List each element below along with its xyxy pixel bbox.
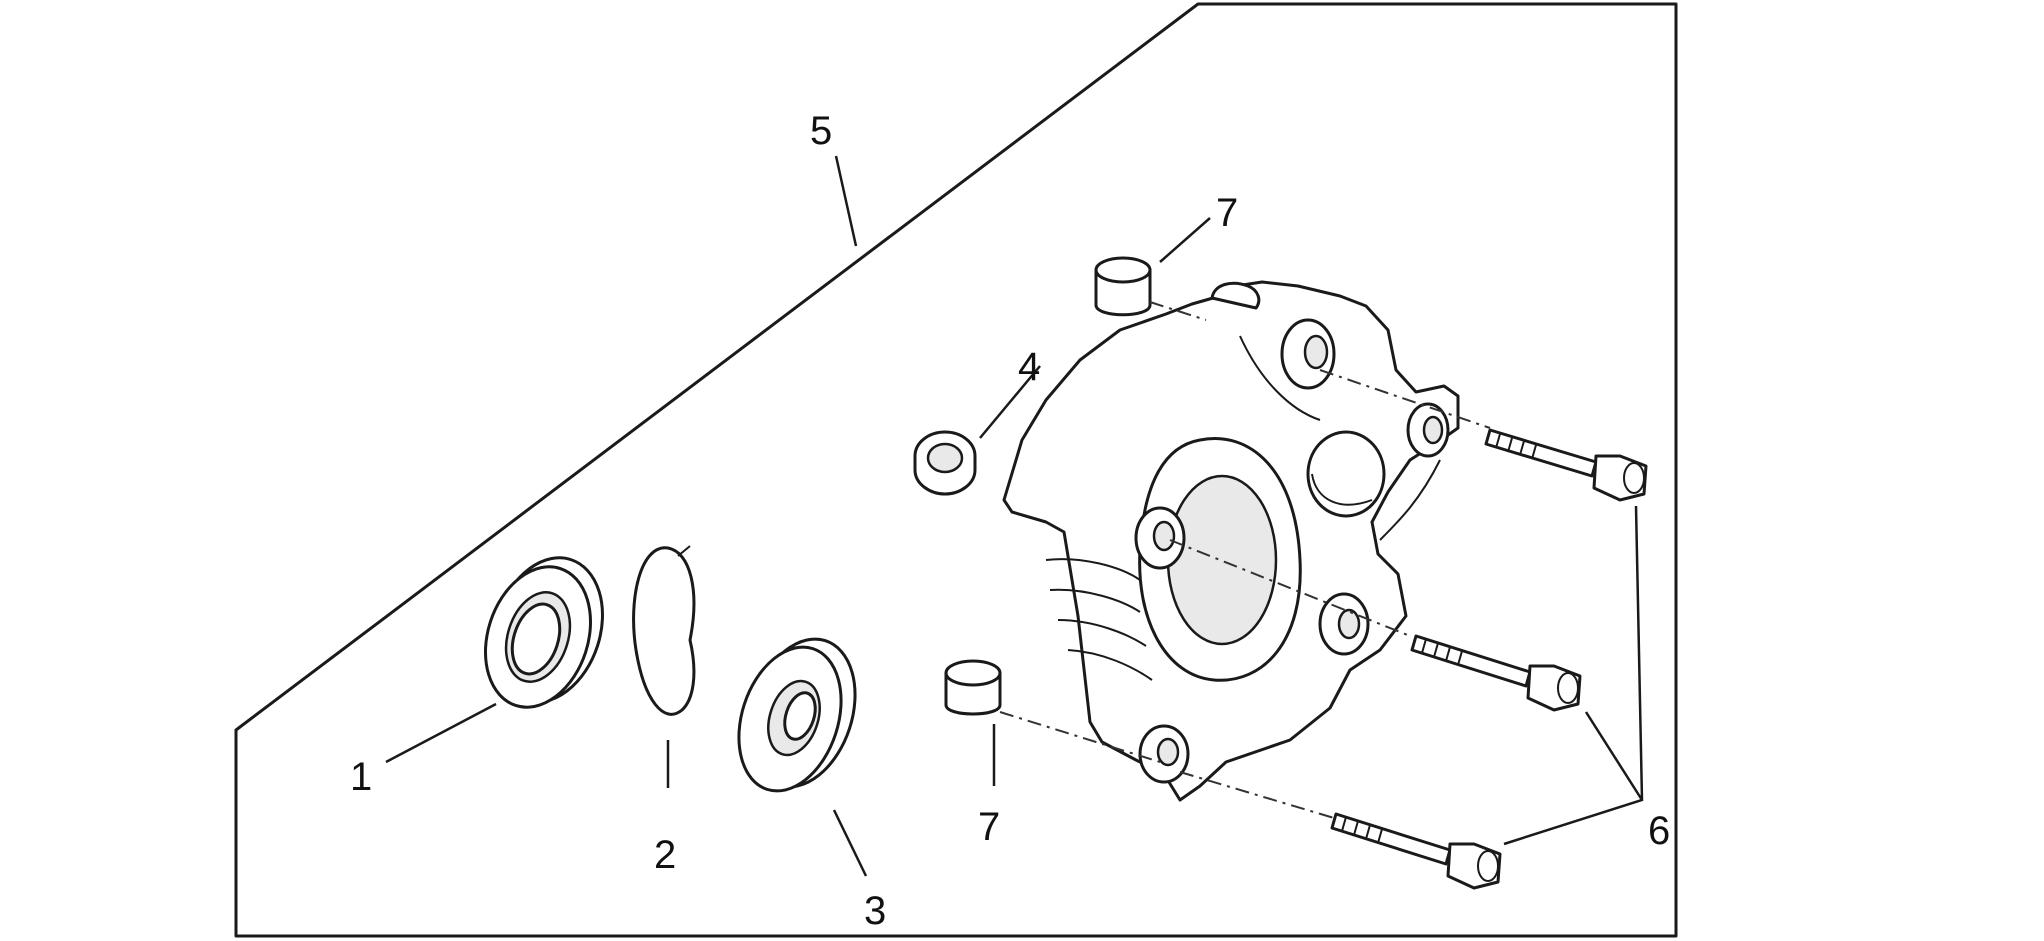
callout-6: 6 xyxy=(1648,809,1670,853)
roller-bearing-part xyxy=(913,430,977,496)
callout-7-bottom: 7 xyxy=(978,805,1000,849)
callout-2: 2 xyxy=(654,833,676,877)
dowel-pin-top-part xyxy=(1094,256,1152,317)
leader-lines xyxy=(385,155,1644,877)
ball-bearing-part xyxy=(737,637,857,793)
oil-seal-part xyxy=(483,556,604,709)
bolt-middle-part xyxy=(1410,634,1582,712)
callout-1: 1 xyxy=(350,755,372,799)
bolt-top-part xyxy=(1484,428,1648,502)
callout-4: 4 xyxy=(1018,345,1040,389)
callout-3: 3 xyxy=(864,889,886,933)
dowel-pin-bottom-part xyxy=(944,659,1002,716)
callout-labels: 1 2 3 4 5 6 7 7 xyxy=(350,109,1670,933)
bolt-bottom-part xyxy=(1330,812,1502,890)
assembly-boundary xyxy=(234,2,1678,938)
cover-housing-part xyxy=(1002,280,1460,802)
callout-5: 5 xyxy=(810,109,832,153)
centerlines xyxy=(999,301,1491,819)
circlip-part xyxy=(632,545,696,716)
callout-7-top: 7 xyxy=(1216,191,1238,235)
